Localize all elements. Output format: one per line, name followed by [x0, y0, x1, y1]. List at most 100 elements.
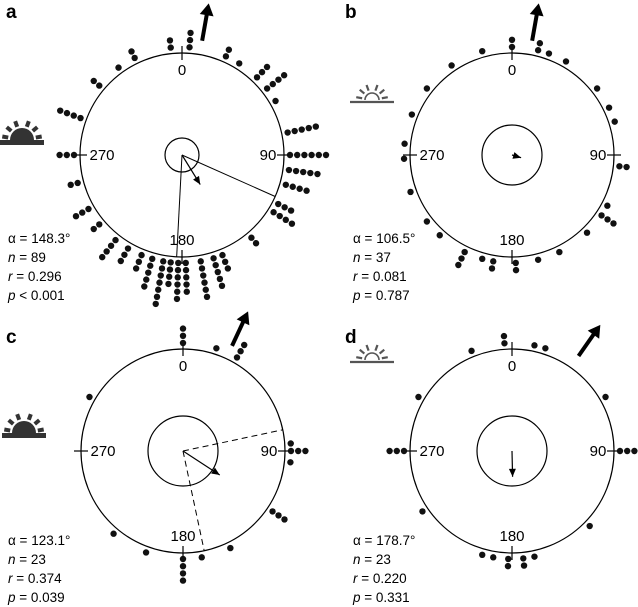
- stat-r-value: = 0.220: [358, 571, 407, 586]
- data-dot: [186, 44, 193, 51]
- data-dot: [218, 282, 226, 290]
- data-dot: [500, 332, 508, 340]
- data-dot: [287, 459, 294, 466]
- data-dot: [248, 234, 255, 241]
- tick-label-90: 90: [260, 147, 277, 164]
- sun-ray: [24, 120, 31, 128]
- sun-disc: [12, 421, 36, 433]
- sun-ray: [31, 125, 39, 133]
- data-dot: [252, 240, 260, 247]
- stat-n-symbol: n: [8, 250, 16, 265]
- data-dot: [286, 151, 294, 159]
- data-dot: [275, 200, 282, 208]
- data-dot: [200, 272, 207, 279]
- tick-label-270: 270: [419, 147, 444, 164]
- data-dot: [604, 216, 611, 223]
- data-dot: [174, 274, 181, 281]
- tick-label-270: 270: [89, 147, 114, 164]
- sun-ray: [15, 413, 22, 421]
- panel-letter: d: [345, 327, 357, 348]
- data-dot: [233, 354, 241, 361]
- data-dot: [393, 447, 400, 455]
- stat-alpha: α = 178.7°: [353, 533, 415, 548]
- data-dot: [179, 563, 187, 570]
- stat-r: r = 0.374: [8, 571, 62, 586]
- data-dot: [280, 72, 288, 79]
- data-dot: [85, 205, 92, 213]
- sun-ray: [5, 125, 13, 133]
- data-dot: [512, 259, 519, 267]
- reference-arrow-line: [576, 330, 598, 358]
- stat-r-value: = 0.296: [13, 269, 62, 284]
- data-dot: [56, 151, 63, 159]
- data-dot: [142, 549, 150, 556]
- sun-dim-icon: [350, 344, 394, 364]
- data-dot: [512, 266, 520, 274]
- sun-full-icon: [2, 413, 46, 438]
- confidence-line: [176, 154, 183, 257]
- sun-ray: [374, 84, 379, 91]
- stat-r: r = 0.296: [8, 269, 62, 284]
- data-dot: [179, 332, 187, 339]
- data-dot: [145, 269, 152, 276]
- data-dot: [90, 225, 97, 233]
- sun-ray: [7, 418, 15, 426]
- tick-label-90: 90: [261, 443, 278, 460]
- data-dot: [179, 339, 187, 347]
- stat-n: n = 37: [353, 250, 391, 265]
- inner-circle: [147, 415, 219, 487]
- data-dot: [292, 167, 300, 175]
- data-dot: [269, 508, 276, 515]
- stat-r-symbol: r: [8, 269, 13, 284]
- data-dot: [155, 286, 162, 293]
- tick-label-180: 180: [169, 232, 194, 249]
- stat-p: p = 0.331: [352, 590, 410, 605]
- tick-label-270: 270: [419, 443, 444, 460]
- inner-circle: [164, 137, 200, 173]
- stat-p-symbol: p: [7, 288, 16, 303]
- data-dot: [598, 212, 605, 219]
- reference-arrow-head: [587, 324, 601, 339]
- data-dot: [219, 251, 226, 259]
- stat-n: n = 23: [353, 552, 391, 567]
- data-dot: [302, 447, 309, 455]
- stat-alpha: α = 123.1°: [8, 533, 70, 548]
- data-dot: [461, 248, 468, 256]
- data-dot: [216, 275, 224, 283]
- data-dot: [301, 151, 308, 159]
- sun-disc: [10, 128, 34, 140]
- data-dot: [287, 207, 295, 214]
- data-dot: [187, 29, 194, 37]
- sun-ray: [359, 348, 366, 355]
- data-dot: [287, 440, 294, 447]
- sun-ray: [359, 88, 366, 95]
- data-dot: [112, 236, 119, 244]
- data-dot: [298, 126, 305, 133]
- mean-vector-arrowhead: [211, 467, 220, 475]
- data-dot: [135, 258, 143, 266]
- data-dot: [99, 253, 106, 261]
- data-dot: [166, 266, 174, 273]
- data-dot: [281, 204, 288, 211]
- stat-r: r = 0.081: [353, 269, 407, 284]
- stat-r-symbol: r: [353, 269, 358, 284]
- stat-p: p < 0.001: [7, 288, 65, 303]
- stat-n-value: = 23: [16, 552, 46, 567]
- stat-r: r = 0.220: [353, 571, 407, 586]
- data-dot: [294, 151, 301, 159]
- data-dot: [315, 151, 322, 159]
- data-dot: [167, 44, 174, 51]
- data-dot: [174, 281, 181, 288]
- data-dot: [400, 447, 408, 455]
- data-dot: [407, 188, 414, 196]
- data-dot: [534, 256, 542, 263]
- data-dot: [241, 341, 248, 349]
- data-dot: [131, 54, 138, 62]
- data-dot: [288, 220, 296, 227]
- data-dot: [128, 48, 135, 55]
- data-dot: [448, 62, 455, 69]
- data-dot: [222, 53, 230, 60]
